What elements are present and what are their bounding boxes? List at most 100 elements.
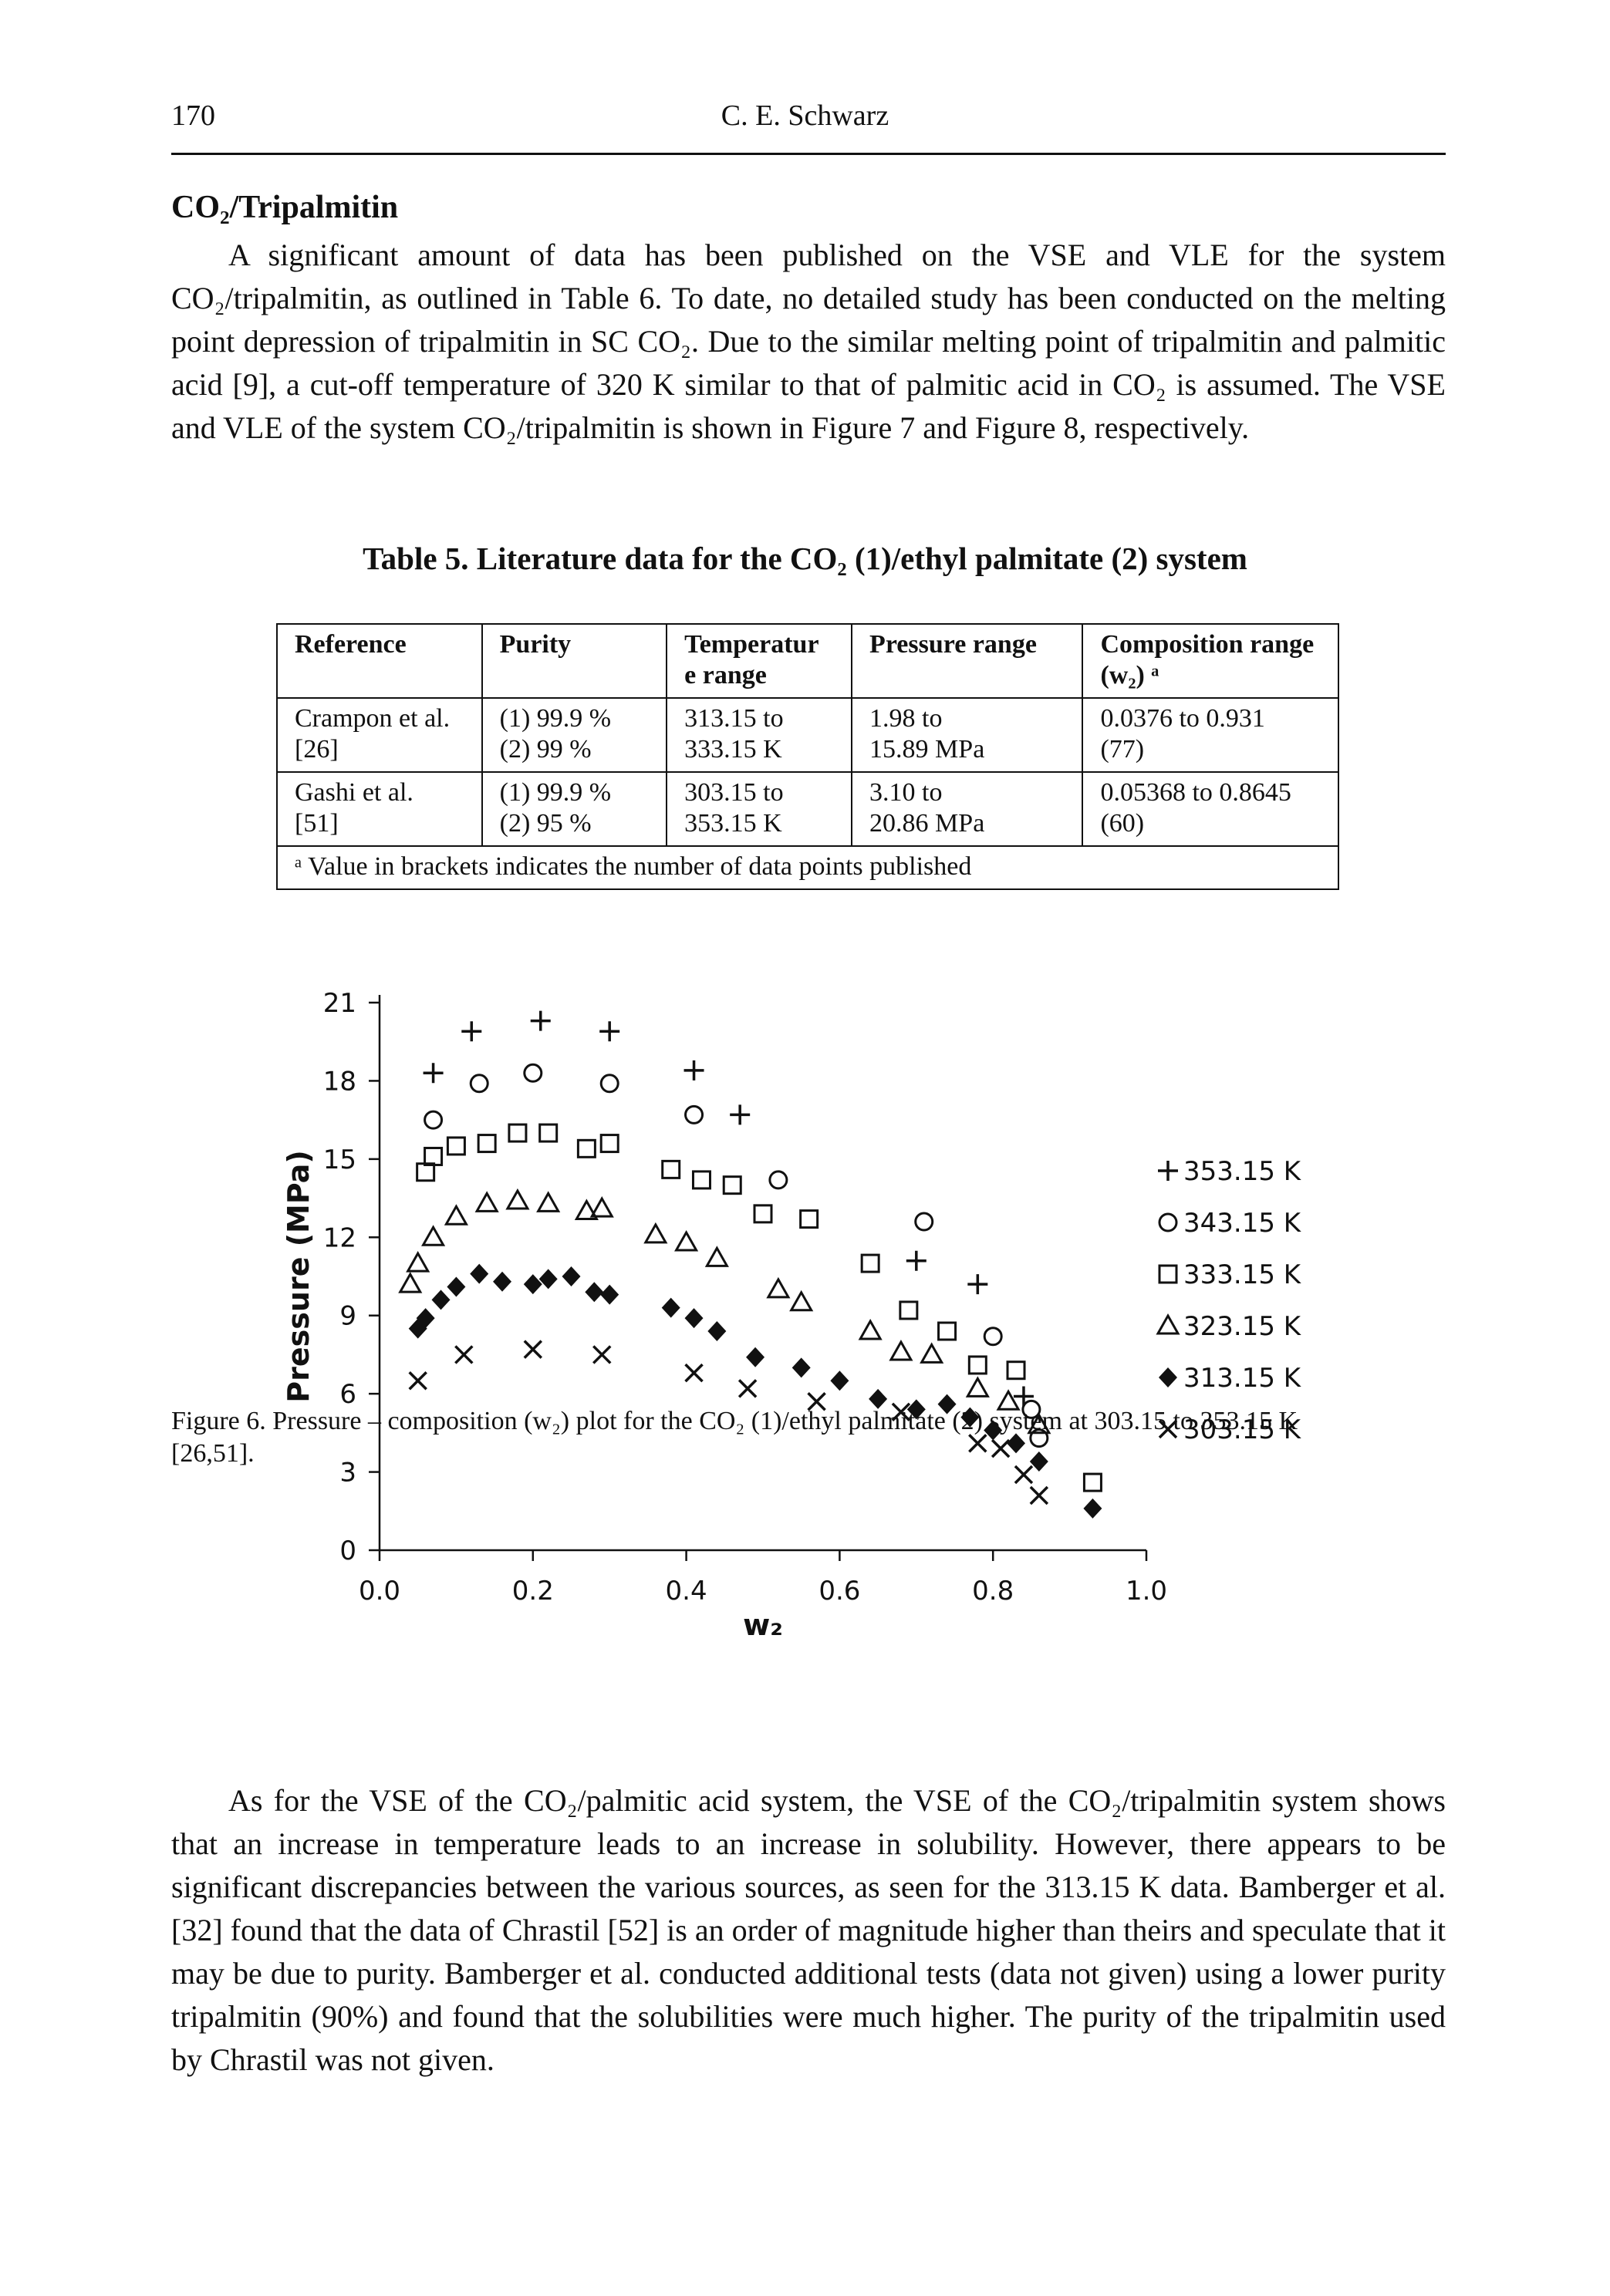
data-point-diamond	[960, 1407, 980, 1428]
cell-line: [26]	[295, 735, 339, 764]
data-point-triangle	[398, 1272, 423, 1293]
data-point-square	[477, 1134, 497, 1154]
data-point-diamond	[523, 1274, 542, 1295]
data-point-diamond	[447, 1276, 466, 1297]
legend-marker-diamond	[1159, 1367, 1177, 1387]
data-point-triangle	[858, 1318, 883, 1340]
data-point-diamond	[661, 1297, 680, 1318]
data-point-square	[722, 1175, 742, 1195]
cell-line: (1) 99.9 %	[499, 704, 612, 733]
data-point-circle	[768, 1170, 788, 1190]
table-cell: (1) 99.9 %(2) 99 %	[481, 697, 668, 773]
cell-line: 3.10 to	[869, 778, 943, 807]
cell-line: (77)	[1100, 735, 1145, 764]
cell-line: (60)	[1100, 809, 1145, 838]
data-point-triangle	[704, 1246, 729, 1267]
legend-label: 313.15 K	[1183, 1363, 1302, 1394]
data-point-triangle	[643, 1222, 668, 1244]
table-cell: (1) 99.9 %(2) 95 %	[481, 771, 668, 847]
table-header-cell: Temperatur e range	[666, 623, 853, 699]
data-point-triangle	[536, 1191, 561, 1212]
data-point-diamond	[984, 1420, 1003, 1441]
data-point-diamond	[684, 1308, 704, 1329]
cell-line: 0.0376 to 0.931	[1100, 704, 1265, 733]
data-point-triangle	[574, 1199, 599, 1220]
data-point-triangle	[406, 1251, 430, 1273]
data-point-circle	[684, 1104, 704, 1124]
data-point-plus	[683, 1060, 704, 1081]
data-point-triangle	[889, 1339, 913, 1361]
data-point-cross	[968, 1434, 987, 1453]
table-row: Crampon et al.[26] (1) 99.9 %(2) 99 % 31…	[276, 697, 1339, 773]
data-point-triangle	[920, 1342, 944, 1364]
data-point-square	[599, 1134, 619, 1154]
data-point-circle	[983, 1327, 1003, 1347]
x-tick-label: 1.0	[1126, 1576, 1167, 1607]
data-point-plus	[1013, 1386, 1034, 1407]
data-point-diamond	[585, 1282, 604, 1303]
x-tick-label: 0.2	[512, 1576, 554, 1607]
cell-line: 353.15 K	[684, 809, 782, 838]
data-point-diamond	[830, 1371, 849, 1391]
y-tick-label: 9	[339, 1301, 356, 1332]
data-point-triangle	[965, 1376, 990, 1397]
table-header-row: Reference Purity Temperatur e range Pres…	[276, 623, 1339, 699]
data-point-circle	[424, 1110, 444, 1130]
legend-label: 333.15 K	[1183, 1259, 1302, 1290]
cell-line: (2) 95 %	[499, 809, 592, 838]
data-point-diamond	[1083, 1498, 1102, 1519]
legend-label: 343.15 K	[1183, 1208, 1302, 1239]
y-axis-label: Pressure (MPa)	[282, 1150, 316, 1402]
data-point-square	[899, 1300, 919, 1320]
section-title: CO₂/Tripalmitin	[171, 190, 399, 225]
data-point-square	[1082, 1472, 1102, 1492]
cell-line: 20.86 MPa	[869, 809, 985, 838]
data-point-circle	[469, 1074, 489, 1094]
data-point-square	[799, 1209, 819, 1229]
data-point-diamond	[416, 1308, 435, 1329]
data-point-cross	[737, 1379, 758, 1398]
page-number: 170	[171, 99, 215, 132]
data-point-circle	[1021, 1399, 1041, 1419]
data-point-square	[753, 1204, 773, 1224]
data-point-diamond	[493, 1271, 512, 1292]
table-footnote: ᵃ Value in brackets indicates the number…	[276, 845, 1339, 890]
legend-label: 303.15 K	[1183, 1414, 1302, 1445]
data-point-cross	[454, 1345, 474, 1364]
data-point-triangle	[421, 1225, 446, 1246]
data-point-triangle	[996, 1389, 1021, 1411]
data-point-plus	[530, 1010, 551, 1031]
cell-line: Crampon et al.	[295, 704, 451, 733]
figure-caption: Figure 6. Pressure – composition (w₂) pl…	[171, 1407, 1298, 1468]
table-cell: Gashi et al.[51]	[276, 771, 483, 847]
y-tick-label: 3	[339, 1458, 356, 1489]
data-point-diamond	[600, 1284, 619, 1305]
x-tick-label: 0.0	[359, 1576, 400, 1607]
y-tick-label: 21	[323, 988, 356, 1019]
legend-marker-triangle	[1156, 1313, 1180, 1335]
data-point-cross	[891, 1402, 911, 1422]
y-tick-label: 12	[323, 1222, 356, 1253]
y-tick-label: 0	[339, 1536, 356, 1566]
data-point-triangle	[474, 1191, 499, 1212]
legend-label: 353.15 K	[1183, 1156, 1302, 1187]
cell-line: Gashi et al.	[295, 778, 413, 807]
data-point-cross	[523, 1340, 543, 1359]
data-point-diamond	[562, 1266, 581, 1286]
x-tick-label: 0.8	[972, 1576, 1014, 1607]
header-rule	[171, 153, 1446, 155]
cell-line: 15.89 MPa	[869, 735, 985, 764]
x-axis-label: w₂	[743, 1608, 783, 1642]
cell-line: (1) 99.9 %	[499, 778, 612, 807]
table-header-cell: Composition range (w₂) ᵃ	[1082, 623, 1339, 699]
data-point-cross	[592, 1345, 612, 1364]
legend-marker-square	[1158, 1264, 1178, 1284]
cell-line: 313.15 to	[684, 704, 784, 733]
data-point-cross	[807, 1392, 826, 1411]
data-point-circle	[1029, 1428, 1049, 1448]
data-point-diamond	[408, 1318, 427, 1339]
